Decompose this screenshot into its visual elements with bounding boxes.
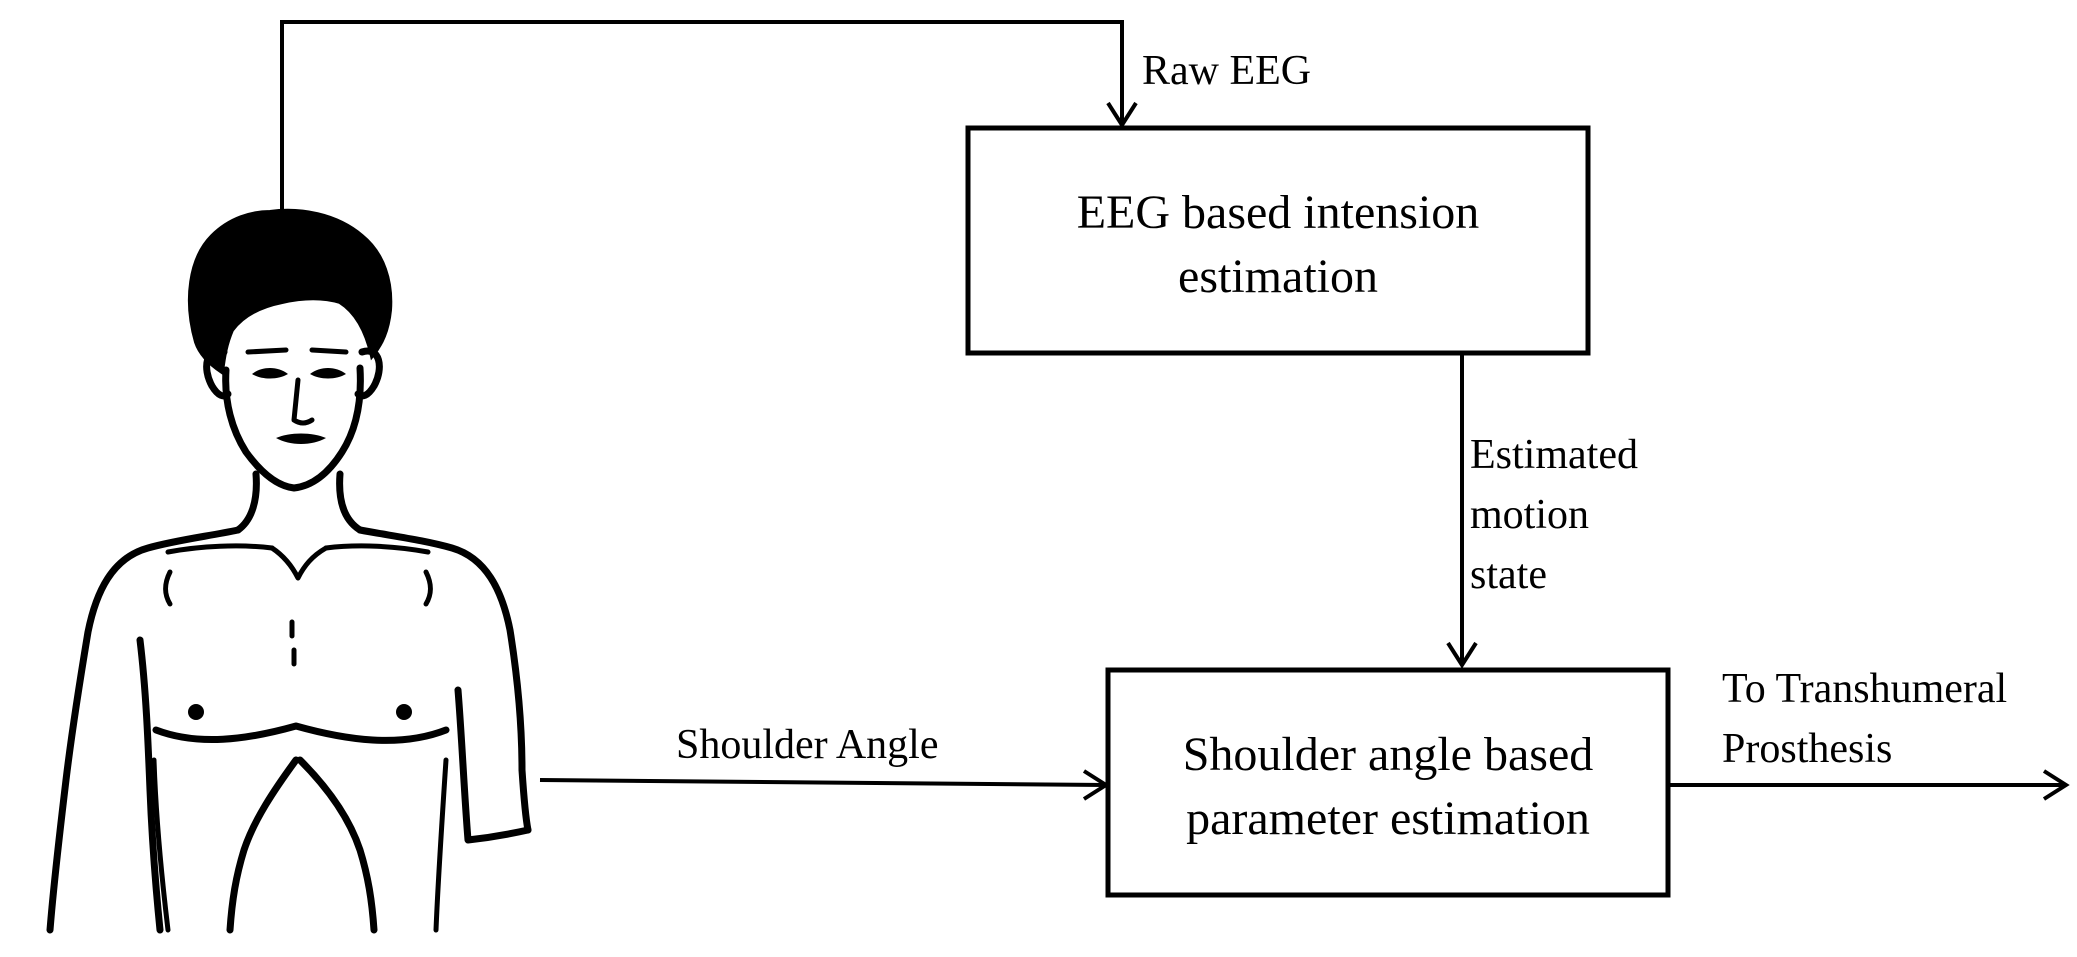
right-torso-line (433, 757, 449, 933)
shoulder-angle-connector (539, 778, 1107, 787)
left-shoulder-arm (46, 526, 242, 934)
shoulder-block-line-2: parameter estimation (1186, 792, 1590, 845)
right-shoulder-arm (356, 526, 532, 834)
raw-eeg-arrowhead (1106, 101, 1138, 129)
left-inner-arm (136, 636, 164, 934)
shoulder-angle-label: Shoulder Angle (676, 722, 938, 768)
shoulder-parameter-estimation-block (1105, 667, 1671, 898)
mouth (276, 433, 326, 444)
left-nipple (188, 704, 204, 720)
right-eye (310, 368, 346, 379)
eeg-intension-estimation-block (965, 125, 1591, 356)
raw-eeg-label: Raw EEG (1142, 48, 1311, 94)
left-ear (203, 347, 232, 400)
right-nipple (396, 704, 412, 720)
right-eyebrow (309, 347, 349, 355)
chest-line (152, 722, 450, 744)
sternum-line (289, 619, 297, 667)
nose (291, 377, 315, 426)
right-ear (354, 347, 383, 400)
hair-icon (187, 208, 393, 376)
abdomen-right (296, 756, 378, 934)
estimated-state-label-3: state (1470, 552, 1547, 598)
eeg-block-line-1: EEG based intension (1077, 186, 1480, 239)
face-outline (222, 364, 364, 492)
shoulder-block-line-1: Shoulder angle based (1183, 728, 1594, 781)
estimated-state-label-1: Estimated (1470, 432, 1638, 478)
left-eyebrow (245, 347, 289, 355)
raw-eeg-connector (280, 20, 1124, 215)
left-armpit-mark (163, 569, 173, 607)
estimated-state-arrowhead (1446, 641, 1478, 669)
left-torso-line (151, 757, 171, 933)
to-prosthesis-label-1: To Transhumeral (1722, 666, 2007, 712)
sternum-notch (269, 545, 329, 581)
abdomen-left (226, 756, 300, 934)
neck-left (234, 470, 260, 534)
right-collarbone (323, 543, 431, 555)
left-eye (252, 368, 288, 379)
prosthesis-output-arrowhead (2042, 769, 2070, 801)
human-torso-icon (46, 208, 532, 934)
neck-right (336, 470, 364, 534)
right-armpit-mark (423, 569, 433, 607)
to-prosthesis-label-2: Prosthesis (1722, 726, 1892, 772)
eeg-block-line-2: estimation (1178, 250, 1378, 303)
shoulder-angle-arrowhead (1082, 769, 1110, 801)
estimated-state-label-2: motion (1470, 492, 1589, 538)
right-stump (454, 686, 532, 844)
left-collarbone (165, 543, 275, 555)
